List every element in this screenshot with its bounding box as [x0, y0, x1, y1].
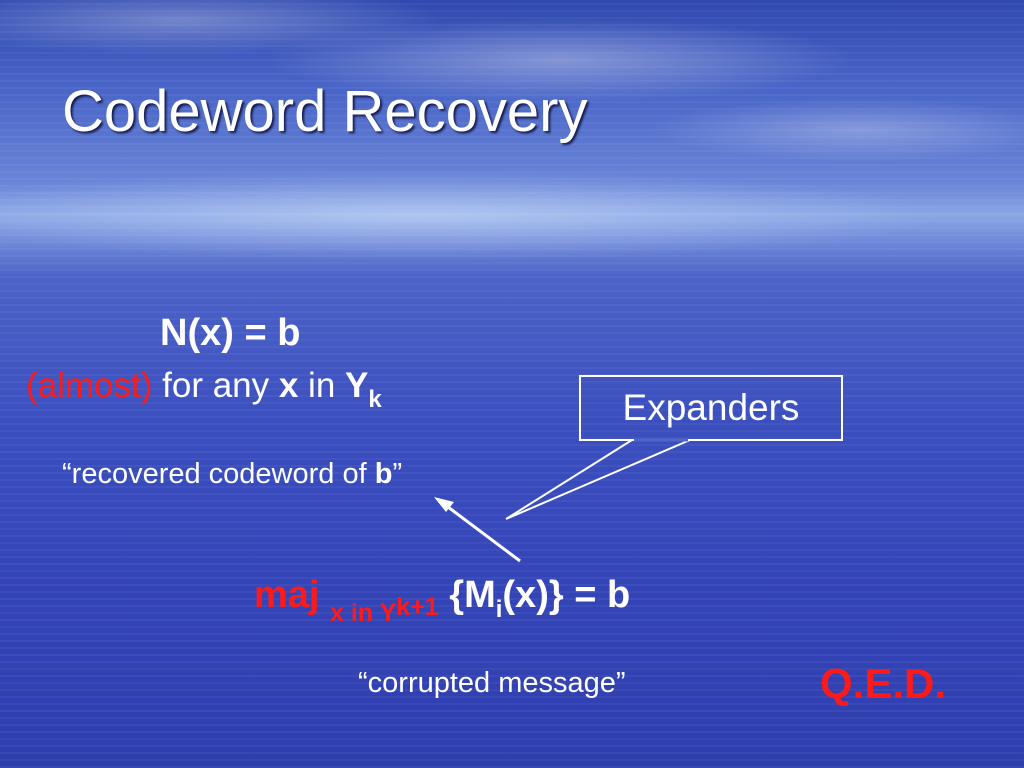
arrow-shaft [443, 502, 521, 563]
arrow-head [434, 497, 454, 512]
majority-equation: maj x in Yk+1 {Mi(x)} = b [254, 574, 631, 627]
m-subscript-i: i [495, 596, 503, 623]
maj-subscript: x in Y [330, 599, 397, 627]
maj-label: maj [254, 574, 320, 616]
y-subscript-k: k [368, 386, 382, 413]
maj-subscript-k1: k+1 [396, 593, 439, 621]
quote1-close: ” [392, 458, 403, 490]
brace-m: {M [449, 574, 496, 616]
corrupted-message-quote: “corrupted message” [358, 667, 626, 699]
for-any-text: for any [152, 366, 279, 405]
almost-for-any-line: (almost) for any x in Yk [26, 366, 382, 413]
quote1-b: b [374, 458, 393, 490]
callout-label: Expanders [622, 387, 800, 428]
slide-title: Codeword Recovery [62, 79, 588, 144]
x-variable: x [278, 366, 299, 405]
equation2-rest: (x)} = b [502, 574, 631, 616]
recovered-codeword-quote: “recovered codeword of b” [62, 458, 402, 491]
y-variable: Y [345, 366, 369, 405]
qed-label: Q.E.D. [820, 660, 947, 707]
expanders-callout: Expanders [579, 375, 843, 441]
in-text: in [298, 366, 346, 405]
callout-pointer [505, 439, 691, 520]
almost-label: (almost) [26, 366, 153, 405]
quote1-open: “recovered codeword of [62, 458, 375, 490]
equation-n-of-x: N(x) = b [160, 312, 301, 354]
